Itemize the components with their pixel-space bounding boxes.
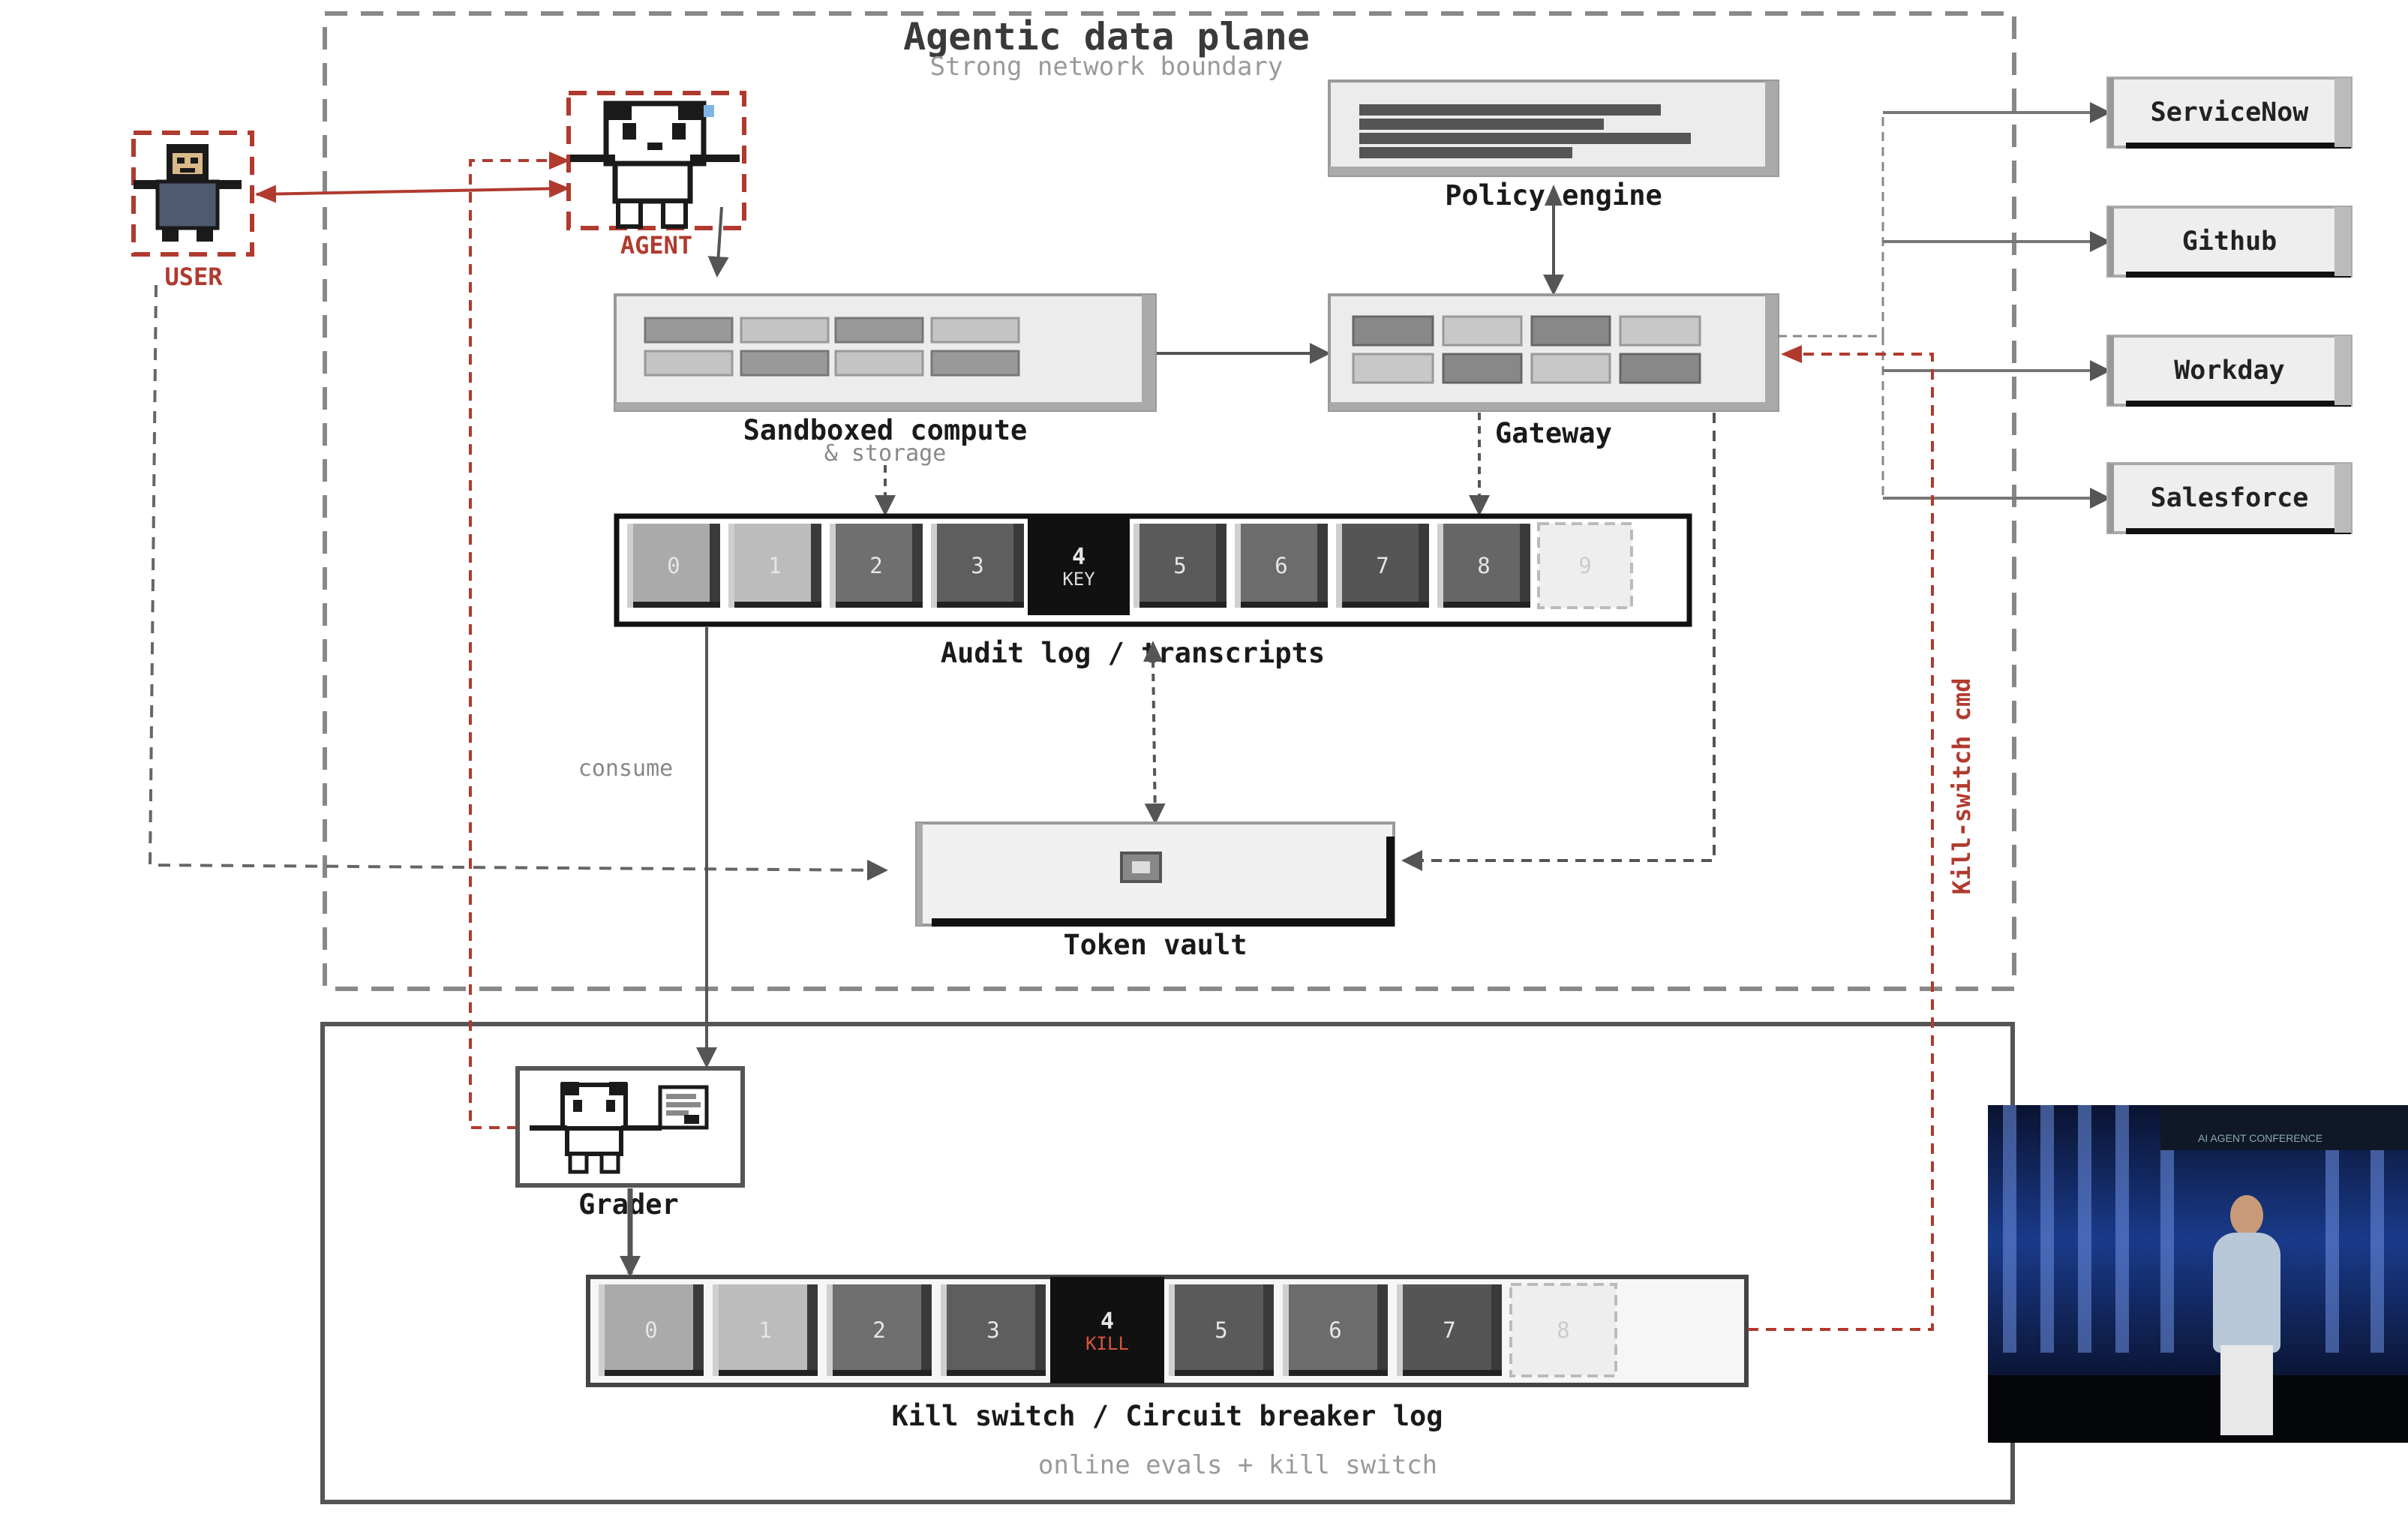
kill-cell-label: 1 [758,1317,771,1343]
speaker-video-inset[interactable]: AI AGENT CONFERENCE [1988,1105,2408,1443]
kill-cell-7: 7 [1397,1284,1502,1376]
audit-cell-5: 5 [1133,524,1227,608]
gateway-label: Gateway [1495,417,1612,449]
boundary-subtitle: Strong network boundary [930,52,1284,82]
kill-cell-2: 2 [827,1284,932,1376]
audit-cell-label: 0 [667,553,680,578]
speaker-body [2213,1233,2280,1353]
service-salesforce[interactable]: Salesforce [2106,462,2352,534]
audit-cell-label: 4 [1072,544,1085,570]
data-plane-boundary [323,11,2016,991]
service-workday-label: Workday [2174,356,2285,386]
audit-arrow-up-icon [1143,641,1163,662]
kill-cell-label: 8 [1557,1317,1569,1343]
user-avatar-icon [134,144,242,242]
policy-arrow-up-icon [1545,185,1563,206]
grader-robot-icon [530,1082,662,1174]
audit-cell-label: 2 [869,553,882,578]
user-to-vault-path [148,284,888,881]
kill-cell-1: 1 [713,1284,818,1376]
audit-key-label: KEY [1062,569,1095,590]
kill-cell-label: 3 [986,1317,999,1343]
audit-vault-arrow [1144,659,1166,825]
stage-floor [1988,1375,2408,1443]
boundary-title: Agentic data plane [903,15,1310,59]
kill-key-label: KILL [1085,1333,1129,1354]
kill-cell-label: 4 [1100,1308,1114,1335]
audit-cell-label: 9 [1578,553,1591,578]
stage-screen [2160,1105,2408,1150]
sandbox-compute-box[interactable] [614,293,1157,412]
audit-cell-label: 7 [1376,553,1389,578]
sandbox-label: Sandboxed compute [743,414,1028,446]
stage-banner-text: AI AGENT CONFERENCE [2198,1132,2323,1144]
agent-node[interactable] [566,91,746,230]
audit-cell-9: 9 [1537,522,1633,609]
kill-cell-label: 5 [1215,1317,1227,1343]
grader-to-agent-path [469,152,570,1129]
user-node[interactable] [131,131,254,257]
service-github[interactable]: Github [2106,206,2352,278]
user-agent-arrow [255,179,570,203]
consume-label: consume [578,755,673,782]
gateway-services-trunk [1778,113,1884,338]
audit-cell-1: 1 [728,524,821,608]
speaker-head [2230,1195,2263,1236]
vault-chip-icon [1120,852,1162,883]
kill-cell-0: 0 [599,1284,704,1376]
audit-cell-label: 8 [1477,553,1490,578]
token-vault-label: Token vault [1063,929,1247,961]
audit-log-label: Audit log / transcripts [941,637,1325,669]
audit-cell-6: 6 [1235,524,1328,608]
kill-switch-cmd-path [1748,345,1934,1331]
kill-cell-label: 6 [1329,1317,1341,1343]
token-vault-box[interactable] [915,822,1395,927]
speaker-legs [2220,1345,2273,1435]
kill-cell-label: 0 [644,1317,657,1343]
audit-cell-0: 0 [627,524,720,608]
service-servicenow-label: ServiceNow [2151,98,2310,128]
audit-cell-3: 3 [931,524,1024,608]
audit-cell-label: 3 [971,553,983,578]
user-label: USER [164,263,223,291]
agent-label: AGENT [620,231,692,260]
service-github-label: Github [2182,227,2277,257]
gateway-vault-path [1401,413,1716,871]
kill-cell-6: 6 [1283,1284,1388,1376]
kill-switch-log-label: Kill switch / Circuit breaker log [891,1400,1443,1432]
audit-cell-label: 6 [1275,553,1287,578]
service-workday[interactable]: Workday [2106,335,2352,407]
kill-cell-5: 5 [1169,1284,1274,1376]
service-salesforce-label: Salesforce [2151,483,2309,513]
kill-switch-cmd-label: Kill-switch cmd [1947,678,1976,895]
grader-box[interactable] [515,1066,745,1188]
service-servicenow[interactable]: ServiceNow [2106,77,2352,149]
audit-cell-2: 2 [830,524,923,608]
kill-cell-label: 2 [872,1317,885,1343]
online-evals-label: online evals + kill switch [1038,1450,1437,1480]
audit-cell-8: 8 [1437,524,1530,608]
kill-cell-3: 3 [941,1284,1046,1376]
audit-cell-7: 7 [1336,524,1429,608]
policy-engine-box[interactable] [1328,80,1779,177]
kill-cell-label: 7 [1443,1317,1455,1343]
audit-cell-label: 5 [1173,553,1186,578]
gateway-box[interactable] [1328,293,1779,412]
grader-document-icon [658,1085,709,1130]
sandbox-sublabel: & storage [824,440,947,467]
agent-robot-icon [570,101,740,229]
audit-cell-label: 1 [768,553,781,578]
agent-to-sandbox-arrow [707,206,729,278]
kill-cell-8: 8 [1509,1283,1617,1377]
